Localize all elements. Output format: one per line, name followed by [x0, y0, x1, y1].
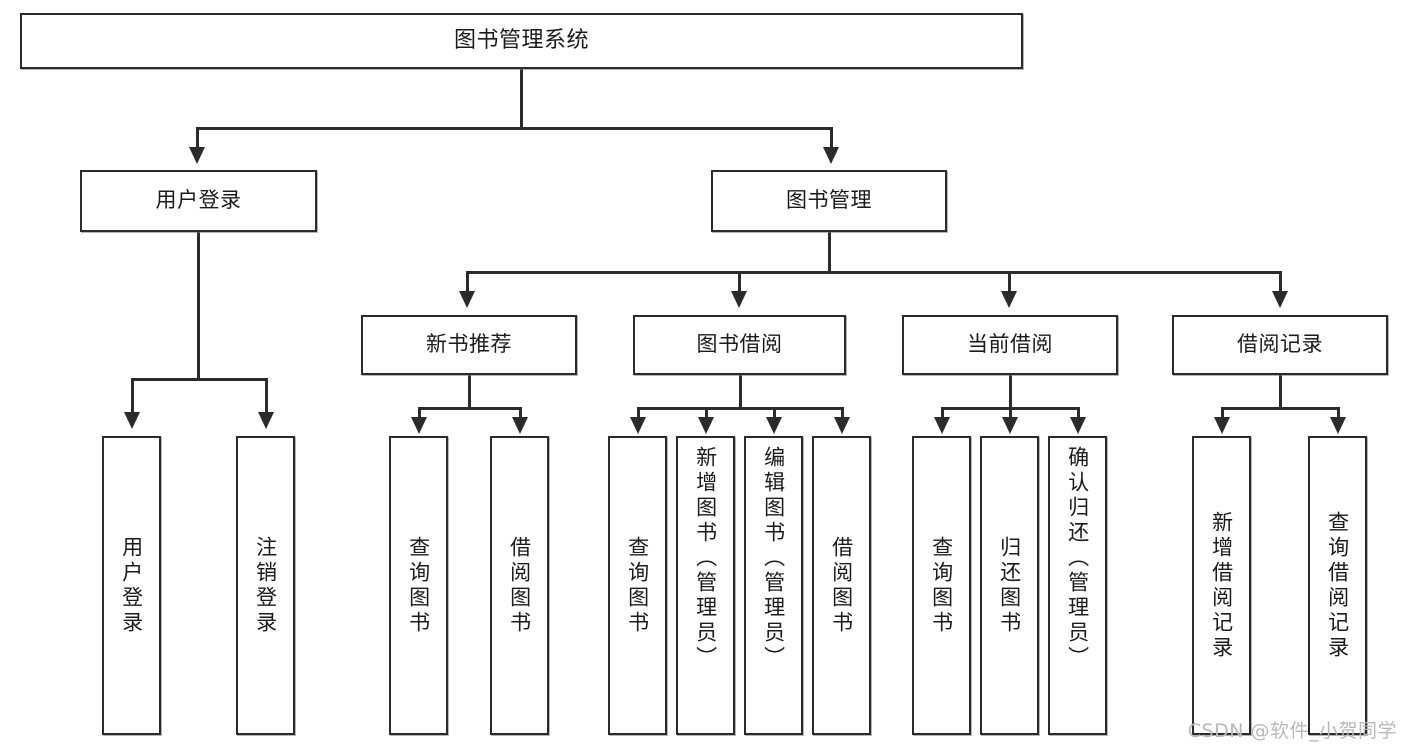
arrowhead-new-book-leaf-1 — [411, 417, 427, 434]
arrowhead-level3-borrow-record — [1272, 291, 1288, 308]
connector-new-book-bus — [418, 407, 520, 410]
node-label: 借阅记录 — [1237, 332, 1323, 357]
connector-root-bus — [196, 127, 832, 130]
leaf-label: 新增借阅记录 — [1209, 510, 1234, 661]
leaf-borrow-book-recommend[interactable]: 借阅图书 — [490, 436, 549, 735]
node-label: 图书管理 — [786, 188, 872, 213]
leaf-label: 查询图书 — [406, 535, 431, 636]
connector-borrow-record-stem — [1279, 375, 1282, 407]
arrowhead-level3-current-borrow — [1001, 291, 1017, 308]
leaf-add-borrow-record[interactable]: 新增借阅记录 — [1192, 436, 1251, 735]
leaf-user-login[interactable]: 用户登录 — [102, 436, 161, 735]
node-new-book-recommend[interactable]: 新书推荐 — [361, 315, 577, 375]
connector-book-management-drop-3 — [1008, 271, 1011, 293]
connector-book-management-drop-1 — [466, 271, 469, 293]
leaf-label: 查询图书 — [625, 535, 650, 636]
node-borrow-record[interactable]: 借阅记录 — [1172, 315, 1388, 375]
connector-user-login-stem — [197, 232, 200, 378]
arrowhead-current-borrow-leaf-2 — [1002, 417, 1018, 434]
node-book-borrow[interactable]: 图书借阅 — [633, 315, 846, 375]
leaf-label: 查询图书 — [929, 535, 954, 636]
leaf-edit-book-admin[interactable]: 编辑图书（管理员） — [744, 436, 803, 735]
connector-current-borrow-drop-3 — [1077, 407, 1080, 419]
leaf-label: 借阅图书 — [507, 535, 532, 636]
connector-book-management-drop-4 — [1279, 271, 1282, 293]
leaf-confirm-return-admin[interactable]: 确认归还（管理员） — [1048, 436, 1107, 735]
connector-book-borrow-drop-4 — [841, 407, 844, 419]
arrowhead-level3-book-borrow — [731, 291, 747, 308]
node-user-login[interactable]: 用户登录 — [80, 170, 317, 232]
leaf-query-book-current[interactable]: 查询图书 — [912, 436, 971, 735]
leaf-label: 用户登录 — [119, 535, 144, 636]
arrowhead-current-borrow-leaf-1 — [934, 417, 950, 434]
leaf-label: 归还图书 — [997, 535, 1022, 636]
arrowhead-borrow-record-leaf-1 — [1214, 417, 1230, 434]
connector-user-login-drop-1 — [131, 378, 134, 414]
leaf-label: 查询借阅记录 — [1325, 510, 1350, 661]
arrowhead-book-borrow-leaf-3 — [766, 417, 782, 434]
node-label: 当前借阅 — [967, 332, 1053, 357]
leaf-query-book-recommend[interactable]: 查询图书 — [389, 436, 448, 735]
connector-book-borrow-stem — [739, 375, 742, 407]
arrowhead-new-book-leaf-2 — [512, 417, 528, 434]
leaf-borrow-book[interactable]: 借阅图书 — [812, 436, 871, 735]
leaf-return-book[interactable]: 归还图书 — [980, 436, 1039, 735]
connector-user-login-drop-2 — [265, 378, 268, 414]
connector-current-borrow-drop-1 — [941, 407, 944, 419]
leaf-label: 确认归还（管理员） — [1065, 446, 1090, 671]
leaf-label: 新增图书（管理员） — [693, 446, 718, 671]
connector-new-book-stem — [468, 375, 471, 407]
connector-new-book-drop-1 — [418, 407, 421, 419]
connector-book-borrow-bus — [637, 407, 843, 410]
node-label: 图书借阅 — [696, 332, 783, 357]
connector-book-management-stem — [828, 232, 831, 271]
node-root-system[interactable]: 图书管理系统 — [20, 13, 1023, 69]
arrowhead-book-borrow-leaf-2 — [698, 417, 714, 434]
leaf-query-borrow-record[interactable]: 查询借阅记录 — [1308, 436, 1367, 735]
arrowhead-level3-new-book — [459, 291, 475, 308]
leaf-logout[interactable]: 注销登录 — [236, 436, 295, 735]
connector-current-borrow-drop-2 — [1009, 407, 1012, 419]
csdn-watermark: CSDN @软件_小贺同学 — [1187, 720, 1397, 742]
node-label: 新书推荐 — [426, 332, 512, 357]
connector-user-login-bus — [131, 378, 265, 381]
arrowhead-current-borrow-leaf-3 — [1070, 417, 1086, 434]
connector-borrow-record-drop-2 — [1337, 407, 1340, 419]
connector-root-to-book-manage — [830, 127, 833, 149]
connector-book-borrow-drop-1 — [637, 407, 640, 419]
leaf-query-book-borrow[interactable]: 查询图书 — [608, 436, 667, 735]
connector-borrow-record-drop-1 — [1221, 407, 1224, 419]
connector-root-to-user-login — [196, 127, 199, 149]
leaf-label: 注销登录 — [253, 535, 278, 636]
connector-book-management-bus — [466, 271, 1281, 274]
arrowhead-book-borrow-leaf-1 — [630, 417, 646, 434]
connector-book-borrow-drop-2 — [705, 407, 708, 419]
arrowhead-user-login-leaf-1 — [124, 412, 140, 429]
connector-book-borrow-drop-3 — [773, 407, 776, 419]
connector-borrow-record-bus — [1221, 407, 1339, 410]
leaf-label: 借阅图书 — [829, 535, 854, 636]
node-label: 图书管理系统 — [453, 27, 589, 53]
node-current-borrow[interactable]: 当前借阅 — [902, 315, 1118, 375]
arrowhead-root-to-book-manage — [823, 147, 839, 164]
arrowhead-user-login-leaf-2 — [258, 412, 274, 429]
connector-root-stem — [520, 69, 523, 127]
leaf-label: 编辑图书（管理员） — [761, 446, 786, 671]
arrowhead-root-to-user-login — [189, 147, 205, 164]
connector-current-borrow-stem — [1009, 375, 1012, 407]
connector-book-management-drop-2 — [738, 271, 741, 293]
node-label: 用户登录 — [155, 188, 242, 213]
leaf-add-book-admin[interactable]: 新增图书（管理员） — [676, 436, 735, 735]
node-book-management[interactable]: 图书管理 — [711, 170, 947, 232]
arrowhead-book-borrow-leaf-4 — [834, 417, 850, 434]
arrowhead-borrow-record-leaf-2 — [1330, 417, 1346, 434]
connector-new-book-drop-2 — [519, 407, 522, 419]
